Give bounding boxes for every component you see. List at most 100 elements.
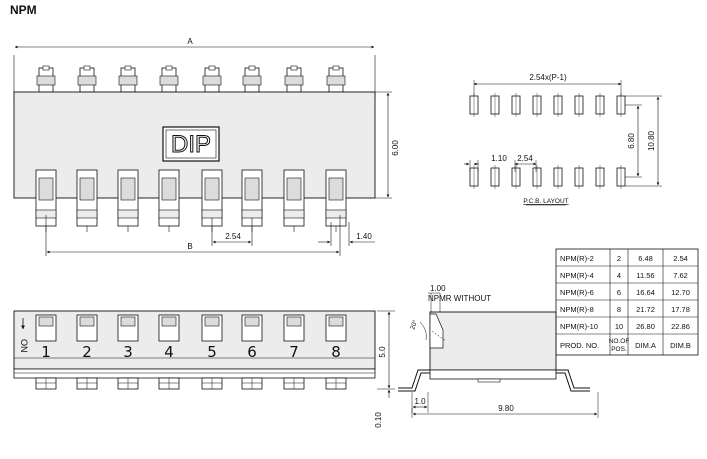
pcb-pad	[616, 93, 626, 117]
table-cell: NPM(R)-10	[560, 322, 598, 331]
front-lead	[35, 377, 57, 390]
dip-label: DIP	[171, 131, 211, 158]
side-body	[429, 311, 557, 371]
table-cell: NPM(R)-6	[560, 288, 594, 297]
table-cell: 2.54	[673, 254, 688, 263]
table-header-cell: NO.OF	[609, 338, 630, 345]
dim-a-label: A	[187, 37, 193, 46]
pcb-pad	[595, 93, 605, 117]
table-cell: 8	[617, 305, 621, 314]
pcb-pad	[490, 93, 500, 117]
pcb-top-dim: 2.54x(P-1)	[529, 73, 567, 82]
bottom-pin	[158, 169, 180, 232]
table-cell: NPM(R)-8	[560, 305, 594, 314]
front-switch	[201, 314, 223, 342]
bottom-pin	[241, 169, 263, 232]
switch-number: 1	[41, 343, 51, 361]
pcb-pad	[490, 165, 500, 189]
table-cell: 10	[615, 322, 623, 331]
table-row: NPM(R)-6 6 16.64 12.70	[560, 288, 690, 297]
pcb-pad	[469, 165, 479, 189]
top-pin	[77, 65, 97, 93]
table-row: NPM(R)-8 8 21.72 17.78	[560, 305, 690, 314]
pcb-pad-width: 1.10	[491, 154, 507, 163]
front-lead	[283, 377, 305, 390]
switch-number: 6	[247, 343, 257, 361]
pcb-pad	[574, 93, 584, 117]
table-cell: 16.64	[636, 288, 655, 297]
table-header-cell: PROD. NO.	[560, 341, 599, 350]
front-lead	[241, 377, 263, 390]
table-cell: 11.56	[636, 271, 654, 280]
pcb-pad	[532, 93, 542, 117]
pcb-pad	[511, 165, 521, 189]
front-lead	[158, 377, 180, 390]
drawing-title: NPM	[10, 3, 37, 17]
bottom-pins	[35, 169, 347, 232]
switch-number: 8	[331, 343, 341, 361]
table-cell: 17.78	[671, 305, 690, 314]
table-cell: NPM(R)-4	[560, 271, 594, 280]
table-cell: NPM(R)-2	[560, 254, 594, 263]
pin-width-label: 1.40	[356, 232, 372, 241]
pcb-pad	[595, 165, 605, 189]
front-switch	[241, 314, 263, 342]
front-lead	[117, 377, 139, 390]
side-lead-dim: 1.0	[414, 397, 426, 406]
height-label: 6.00	[391, 140, 400, 156]
switch-number: 5	[207, 343, 217, 361]
top-pin	[118, 65, 138, 93]
front-lead	[201, 377, 223, 390]
switch-number: 2	[82, 343, 92, 361]
top-pin	[202, 65, 222, 93]
pcb-pad	[574, 165, 584, 189]
pcb-pad	[616, 165, 626, 189]
side-note: NPMR WITHOUT	[428, 294, 491, 303]
pcb-pad	[511, 93, 521, 117]
top-pin	[284, 65, 304, 93]
bottom-pin	[283, 169, 305, 232]
table-cell: 12.70	[671, 288, 690, 297]
pcb-pad	[532, 165, 542, 189]
top-pin	[36, 65, 56, 93]
pcb-pad	[469, 93, 479, 117]
table-cell: 7.62	[673, 271, 688, 280]
table-cell: 6	[617, 288, 621, 297]
front-switch	[158, 314, 180, 342]
top-pin	[242, 65, 262, 93]
front-lead	[325, 377, 347, 390]
table-cell: 21.72	[636, 305, 655, 314]
front-switches	[35, 314, 347, 342]
side-view: 1.00 NPMR WITHOUT 20° 1.0	[398, 284, 599, 418]
front-switch	[117, 314, 139, 342]
bottom-pin	[325, 169, 347, 232]
pcb-caption: P.C.B. LAYOUT	[523, 198, 568, 205]
on-label: ON	[19, 339, 29, 353]
side-angle: 20°	[408, 318, 419, 330]
side-top-dim: 1.00	[430, 284, 446, 293]
pcb-layout: 2.54x(P-1) 6.80 10.80 1.10 2.54 P.C.B. L…	[464, 73, 662, 206]
front-height: 5.0	[378, 346, 387, 358]
front-leads	[35, 377, 347, 390]
table-cell: 2	[617, 254, 621, 263]
front-switch	[35, 314, 57, 342]
pcb-pitch: 2.54	[517, 154, 533, 163]
front-switch	[76, 314, 98, 342]
bottom-pin	[201, 169, 223, 232]
table-header-cell: DIM.A	[635, 341, 656, 350]
table-cell: 22.86	[671, 322, 690, 331]
table-header-cell: DIM.B	[670, 341, 691, 350]
top-pin	[159, 65, 179, 93]
top-pins	[36, 65, 346, 93]
table-header-cell: POS.	[611, 346, 627, 353]
pcb-pad	[553, 165, 563, 189]
pcb-pads	[469, 93, 626, 189]
switch-number: 3	[123, 343, 133, 361]
